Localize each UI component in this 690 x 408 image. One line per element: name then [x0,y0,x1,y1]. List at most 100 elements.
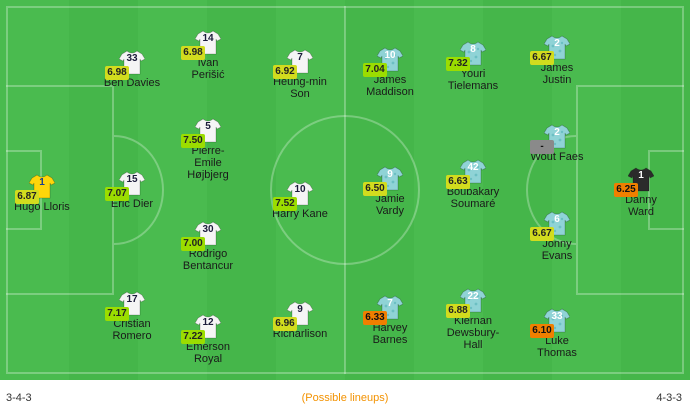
rating-badge: 6.50 [363,182,387,196]
player-name: Hugo Lloris [14,201,70,213]
player-name: Cristian Romero [112,318,152,342]
rating-badge: 7.52 [273,197,297,211]
rating-badge: 6.67 [530,51,554,65]
shirt-number: 6 [554,214,560,225]
shirt-number: 15 [126,174,138,185]
shirt-number: 1 [638,170,644,181]
rating-badge: 6.63 [446,175,470,189]
player-name: Jonny Evans [541,238,573,262]
shirt-icon: 2- [530,123,570,154]
player-name: Danny Ward [625,194,657,218]
penalty-area-right [576,85,684,295]
player-name: Rodrigo Bentancur [182,248,234,272]
player-name: Kiernan Dewsbury- Hall [446,315,500,351]
rating-badge: - [530,140,554,154]
player-name: Boubakary Soumaré [446,186,500,210]
rating-badge: 6.67 [530,227,554,241]
rating-badge: 6.25 [614,183,638,197]
shirt-number: 10 [294,184,306,195]
rating-badge: 7.17 [105,307,129,321]
rating-badge: 7.07 [105,187,129,201]
rating-badge: 7.00 [181,237,205,251]
shirt-number: 14 [202,33,214,44]
player-name: Emerson Royal [185,341,231,365]
rating-badge: 6.87 [15,190,39,204]
shirt-number: 33 [551,311,563,322]
shirt-number: 17 [126,294,138,305]
shirt-number: 42 [467,162,479,173]
rating-badge: 6.88 [446,304,470,318]
shirt-number: 9 [297,304,303,315]
player-name: Ivan Perišić [191,57,225,81]
shirt-number: 33 [126,53,138,64]
shirt-number: 30 [202,224,214,235]
player-name: Heung-min Son [273,76,327,100]
possible-lineups-label: (Possible lineups) [301,392,389,404]
away-formation: 4-3-3 [656,392,682,404]
shirt-number: 7 [387,298,393,309]
shirt-number: 7 [297,52,303,63]
shirt-number: 2 [554,38,560,49]
shirt-number: 2 [554,127,560,138]
player-name: Ben Davies [103,77,161,89]
shirt-number: 12 [202,317,214,328]
shirt-number: 5 [205,121,211,132]
shirt-number: 1 [39,177,45,188]
shirt-number: 9 [387,169,393,180]
player-name: Pierre- Emile Højbjerg [187,145,229,181]
shirt-number: 8 [470,44,476,55]
rating-badge: 6.98 [181,46,205,60]
player-card[interactable]: 2-Wout Faes [517,123,597,163]
shirt-number: 10 [384,50,396,61]
rating-badge: 7.32 [446,57,470,71]
player-name: Harvey Barnes [372,322,408,346]
player-name: Richarlison [272,328,328,340]
pitch-boundary [6,6,684,374]
rating-badge: 7.50 [181,134,205,148]
player-name: Jamie Vardy [375,193,405,217]
rating-badge: 6.98 [105,66,129,80]
